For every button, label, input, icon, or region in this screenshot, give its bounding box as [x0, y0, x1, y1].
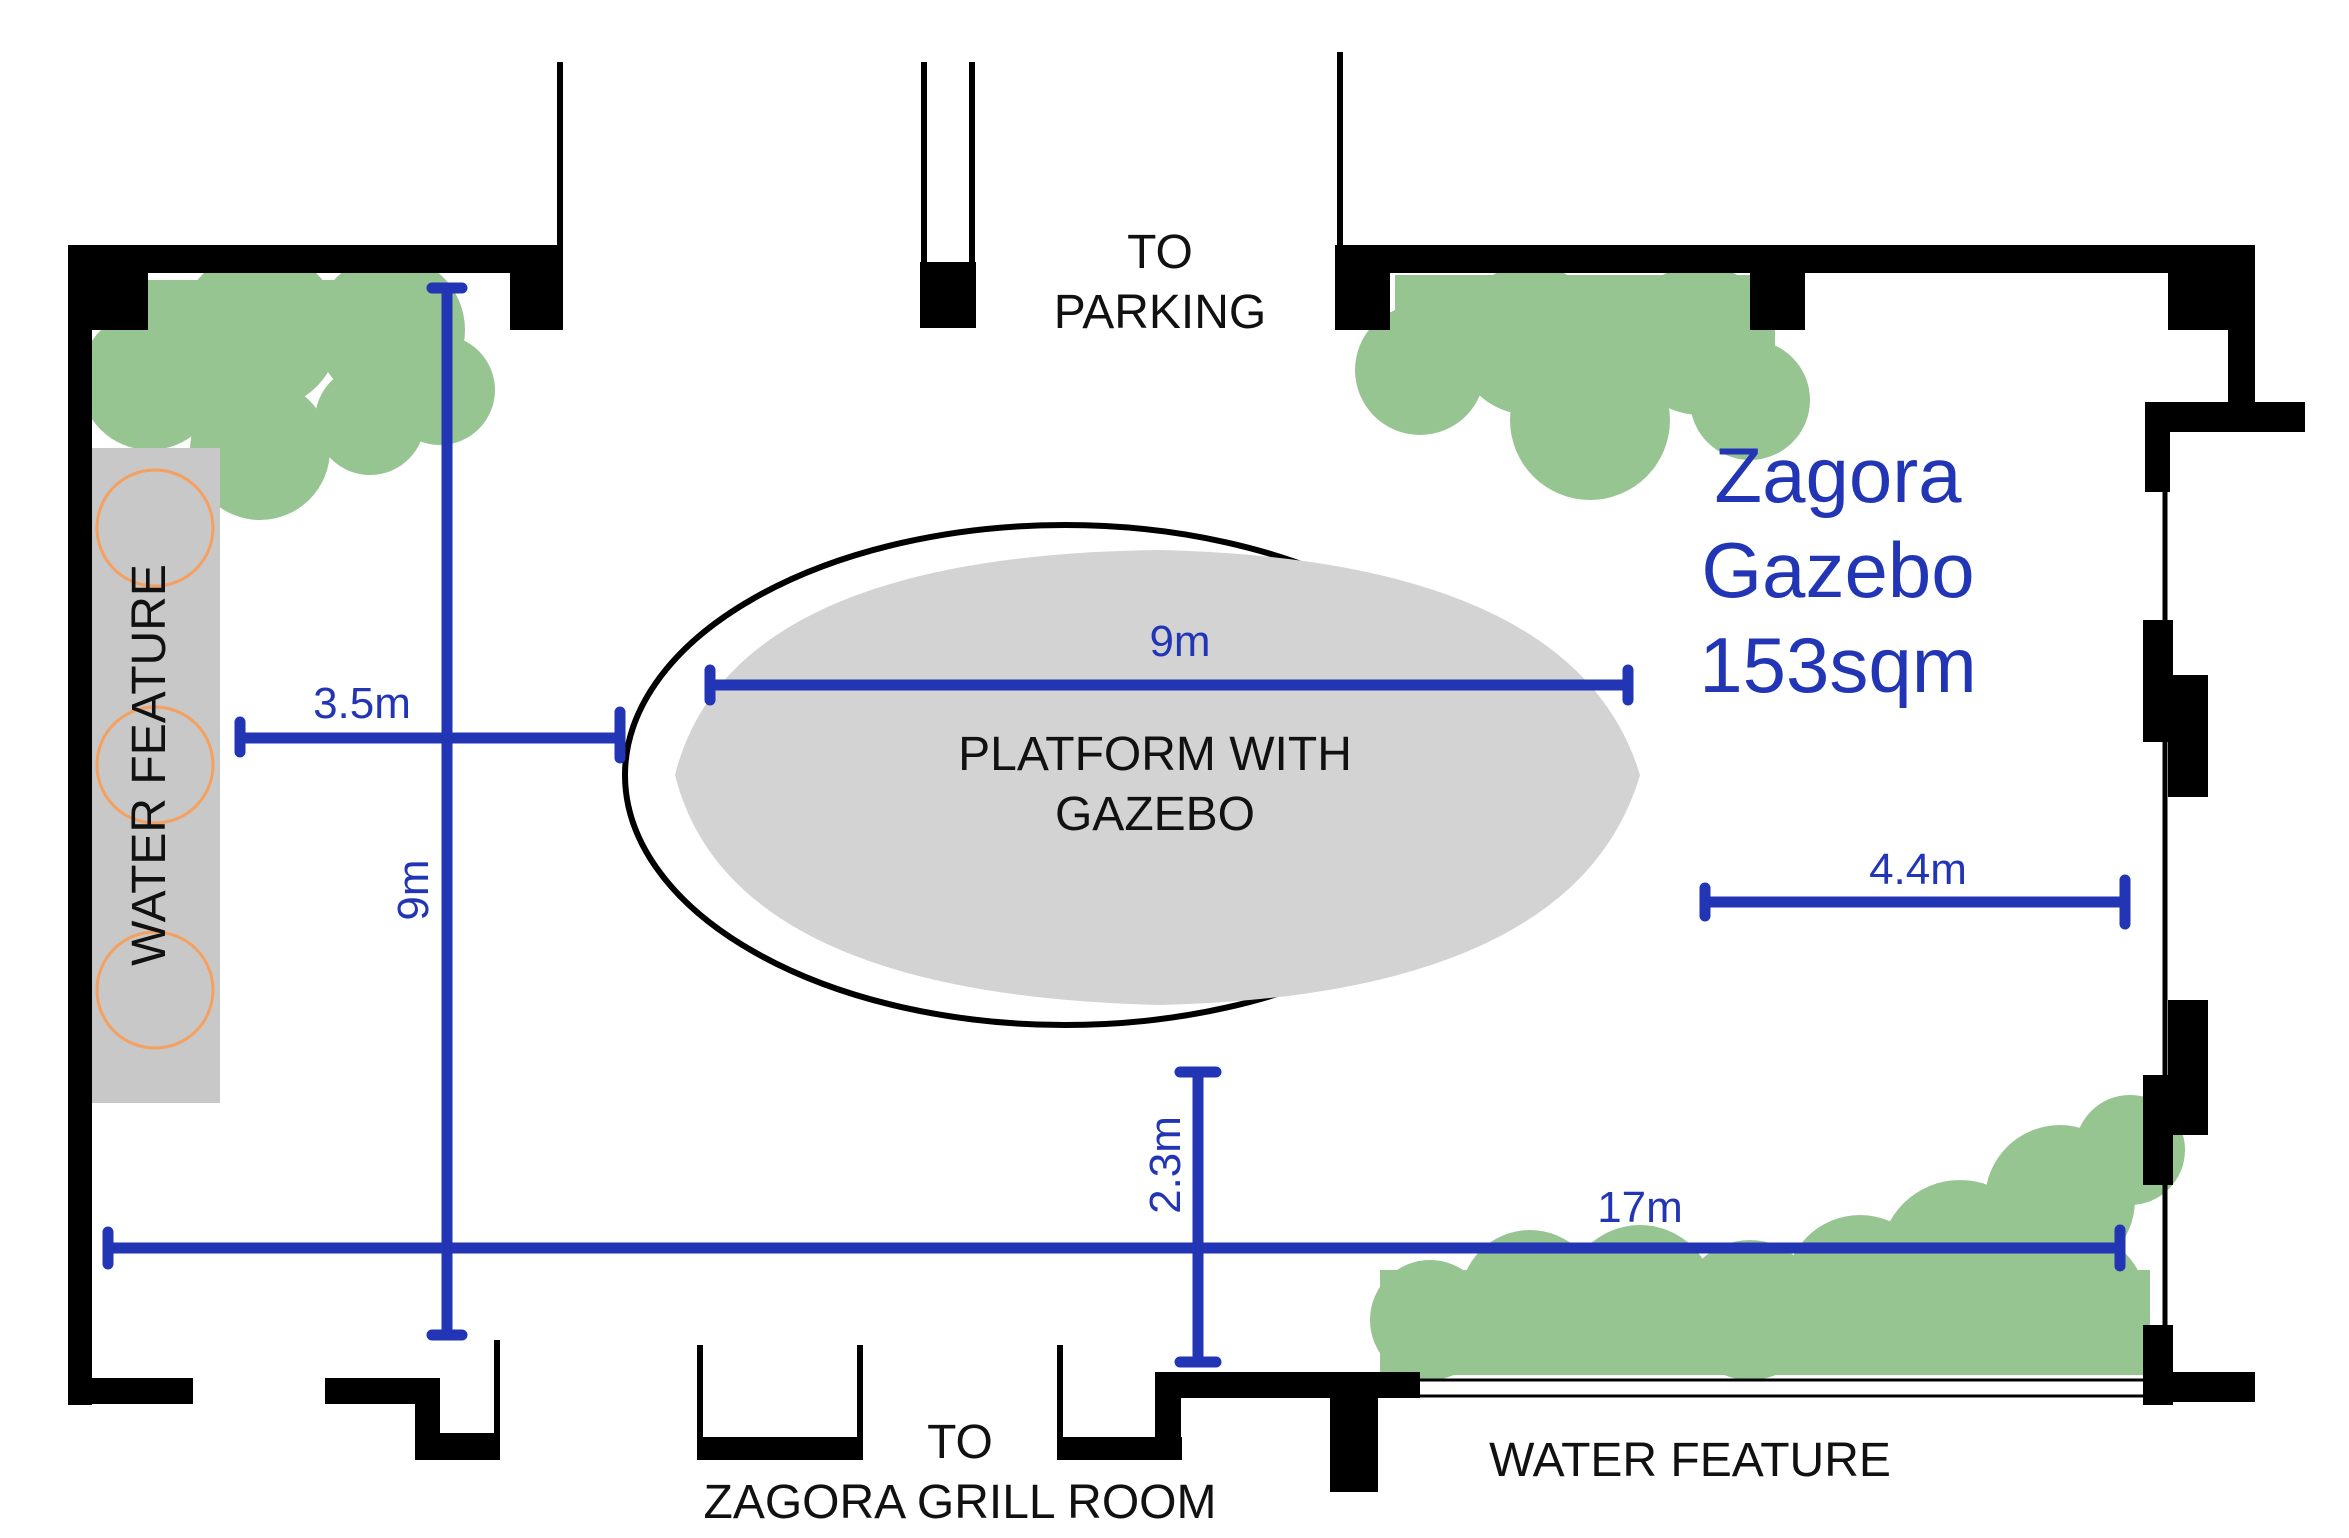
fountain-ring-1	[95, 468, 215, 588]
walls	[68, 52, 2305, 1492]
to-grill-label-line2: ZAGORA GRILL ROOM	[704, 1476, 1217, 1529]
to-parking-label-line2: PARKING	[1054, 286, 1266, 339]
dim-room-depth-label: 9m	[389, 859, 438, 920]
venue-title: Zagora Gazebo 153sqm	[1699, 431, 1977, 709]
wall-left	[68, 245, 92, 1405]
wall-bottom-center-jog	[1155, 1378, 1181, 1460]
pillar-bottom-right	[1330, 1372, 1378, 1492]
dim-bottom-gap-label: 2.3m	[1141, 1116, 1190, 1214]
plant-cluster-top-left	[80, 250, 495, 520]
pillar-top-left	[510, 245, 563, 330]
wall-bottom-right-corner	[2143, 1372, 2255, 1402]
fountain-ring-3	[95, 930, 215, 1050]
dim-room-length-label: 17m	[1597, 1183, 1683, 1232]
fountain-ring-2	[95, 705, 215, 825]
wall-bottom-right	[1160, 1372, 1420, 1398]
pillar-right-2	[2168, 675, 2208, 797]
pillar-top-right-b	[1750, 245, 1805, 330]
dimension-labels: 9m 3.5m 9m 4.4m 2.3m 17m	[313, 617, 1967, 1232]
platform-surface	[675, 550, 1640, 1005]
pillar-top-center	[920, 262, 976, 328]
plant-cluster-top-right	[1355, 265, 1810, 500]
water-feature-bottom: WATER FEATURE	[1380, 1378, 2150, 1487]
dim-right-gap-label: 4.4m	[1869, 845, 1967, 894]
wall-right-ledge	[2145, 402, 2305, 432]
plant-cluster-bottom-right	[1370, 1095, 2185, 1380]
door-sill-bottom-4	[1057, 1437, 1182, 1460]
wall-top-left	[68, 245, 563, 273]
water-feature-left-pool	[90, 448, 220, 1103]
dim-gazebo-width-label: 9m	[1149, 617, 1210, 666]
plants	[80, 250, 2185, 1380]
venue-subtitle: Gazebo	[1701, 526, 1974, 614]
venue-area: 153sqm	[1699, 621, 1977, 709]
wall-bottom-left	[68, 1378, 193, 1404]
gazebo-platform: PLATFORM WITH GAZEBO	[622, 522, 1640, 1028]
wall-bottom-left-d	[415, 1433, 500, 1460]
to-parking-label-line1: TO	[1127, 226, 1193, 279]
venue-name: Zagora	[1714, 431, 1962, 519]
platform-label-line1: PLATFORM WITH	[958, 728, 1352, 781]
pillar-right-4	[2168, 1000, 2208, 1135]
dim-left-gap-label: 3.5m	[313, 679, 411, 728]
door-sill-bottom-2	[697, 1437, 862, 1460]
platform-label-line2: GAZEBO	[1055, 788, 1255, 841]
to-grill-label-line1: TO	[927, 1416, 993, 1469]
water-feature-left-label: WATER FEATURE	[123, 564, 176, 966]
dimension-lines	[102, 282, 2131, 1368]
wall-right-upper	[2228, 245, 2255, 405]
water-feature-left: WATER FEATURE	[90, 448, 220, 1103]
water-feature-bottom-label: WATER FEATURE	[1489, 1434, 1891, 1487]
